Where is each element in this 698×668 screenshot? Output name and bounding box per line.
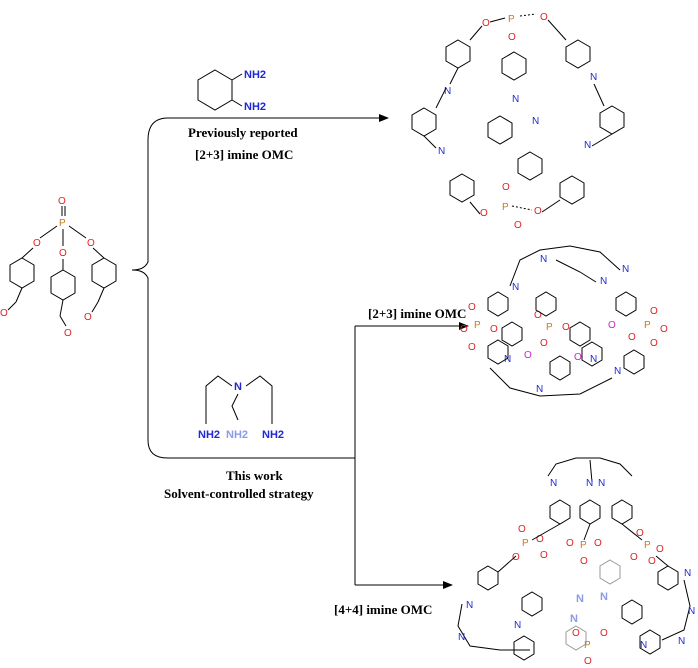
previously-reported-label: Previously reported bbox=[188, 125, 298, 140]
o-atom: O bbox=[628, 332, 636, 343]
n-atom: N bbox=[536, 384, 543, 395]
n-atom: N bbox=[640, 640, 647, 651]
o-atom: O bbox=[0, 308, 8, 319]
o-atom: O bbox=[480, 208, 488, 219]
o-atom: O bbox=[630, 552, 638, 563]
o-atom: O bbox=[636, 528, 644, 539]
p-atom: P bbox=[546, 322, 553, 333]
n-atom: N bbox=[466, 600, 473, 611]
n-atom: N bbox=[584, 140, 591, 151]
o-atom: O bbox=[33, 238, 41, 249]
n-atom: N bbox=[600, 276, 607, 287]
branch-brace bbox=[131, 117, 169, 459]
o-atom: O bbox=[572, 628, 580, 639]
n-atom: N bbox=[678, 636, 685, 647]
p-atom: P bbox=[59, 218, 66, 229]
product2-omc-label: [2+3] imine OMC bbox=[368, 306, 466, 321]
free-aldehyde-o: O bbox=[524, 350, 532, 361]
tren-structure: N NH2 NH2 NH2 bbox=[198, 375, 284, 441]
p-atom: P bbox=[508, 14, 515, 25]
n-atom: N bbox=[540, 254, 547, 265]
n-atom: N bbox=[512, 282, 519, 293]
n-atom: N bbox=[598, 478, 605, 489]
o-atom: O bbox=[562, 322, 570, 333]
o-atom: O bbox=[648, 556, 656, 567]
p-atom: P bbox=[584, 640, 591, 651]
p-atom: P bbox=[580, 540, 587, 551]
product3-omc-label: [4+4] imine OMC bbox=[334, 602, 432, 617]
p-atom: P bbox=[474, 320, 481, 331]
n-atom: N bbox=[532, 116, 539, 127]
o-atom: O bbox=[514, 220, 522, 231]
p-atom: P bbox=[644, 320, 651, 331]
free-aldehyde-o: O bbox=[574, 352, 582, 363]
o-atom: O bbox=[468, 342, 476, 353]
n-atom: N bbox=[514, 620, 521, 631]
o-atom: O bbox=[84, 312, 92, 323]
o-atom: O bbox=[59, 248, 67, 259]
p-atom: P bbox=[522, 538, 529, 549]
o-atom: O bbox=[512, 552, 520, 563]
n-atom: N bbox=[586, 478, 593, 489]
free-aldehyde-o: O bbox=[608, 320, 616, 331]
n-atom: N bbox=[504, 354, 511, 365]
n-atom: N bbox=[622, 264, 629, 275]
nh2-label: NH2 bbox=[244, 101, 266, 113]
product-4plus4-cage: N N N N N N N N N N N N N P O O O O P O … bbox=[457, 457, 695, 667]
o-atom: O bbox=[540, 338, 548, 349]
o-atom: O bbox=[490, 324, 498, 335]
this-work-label: This work bbox=[226, 468, 283, 483]
o-atom: O bbox=[650, 338, 658, 349]
product-previous-cage: P O O O P O O O O N N N N N N bbox=[411, 12, 625, 231]
n-atom: N bbox=[576, 593, 584, 605]
o-atom: O bbox=[540, 12, 548, 23]
o-atom: O bbox=[518, 524, 526, 535]
o-atom: O bbox=[566, 538, 574, 549]
o-atom: O bbox=[87, 238, 95, 249]
o-atom: O bbox=[656, 544, 664, 555]
n-atom: N bbox=[438, 146, 445, 157]
previous-omc-label: [2+3] imine OMC bbox=[195, 147, 293, 162]
o-atom: O bbox=[482, 18, 490, 29]
o-atom: O bbox=[600, 628, 608, 639]
n-atom: N bbox=[590, 72, 597, 83]
solvent-strategy-label: Solvent-controlled strategy bbox=[164, 486, 314, 501]
o-atom: O bbox=[594, 538, 602, 549]
nh2-label-right: NH2 bbox=[262, 429, 284, 441]
n-atom: N bbox=[684, 568, 691, 579]
o-atom: O bbox=[650, 306, 658, 317]
cyclohexanediamine-structure: NH2 NH2 bbox=[197, 69, 266, 113]
o-atom: O bbox=[660, 324, 668, 335]
n-atom: N bbox=[600, 591, 608, 603]
n-atom: N bbox=[614, 366, 621, 377]
o-atom: O bbox=[536, 534, 544, 545]
o-atom: O bbox=[584, 656, 592, 667]
nh2-label: NH2 bbox=[244, 69, 266, 81]
n-atom: N bbox=[550, 478, 557, 489]
o-atom: O bbox=[58, 196, 66, 207]
n-atom: N bbox=[234, 381, 242, 393]
p-atom: P bbox=[644, 540, 651, 551]
o-atom: O bbox=[468, 302, 476, 313]
o-atom: O bbox=[502, 182, 510, 193]
o-atom: O bbox=[64, 328, 72, 339]
n-atom: N bbox=[688, 606, 695, 617]
n-atom: N bbox=[458, 632, 465, 643]
n-atom: N bbox=[444, 86, 451, 97]
starting-material-structure: O P O O O O O O bbox=[0, 196, 117, 339]
product-2plus3-cage: N N N N N N N N P O O O O P O O O P O O … bbox=[460, 245, 668, 397]
nh2-label-left: NH2 bbox=[198, 429, 220, 441]
o-atom: O bbox=[534, 206, 542, 217]
o-atom: O bbox=[580, 556, 588, 567]
n-atom: N bbox=[512, 94, 519, 105]
p-atom: P bbox=[502, 202, 509, 213]
nh2-label-middle: NH2 bbox=[226, 429, 248, 441]
n-atom: N bbox=[590, 354, 597, 365]
o-atom: O bbox=[534, 310, 542, 321]
o-atom: O bbox=[460, 324, 468, 335]
o-atom: O bbox=[540, 550, 548, 561]
n-atom: N bbox=[570, 613, 578, 625]
o-atom: O bbox=[508, 32, 516, 43]
